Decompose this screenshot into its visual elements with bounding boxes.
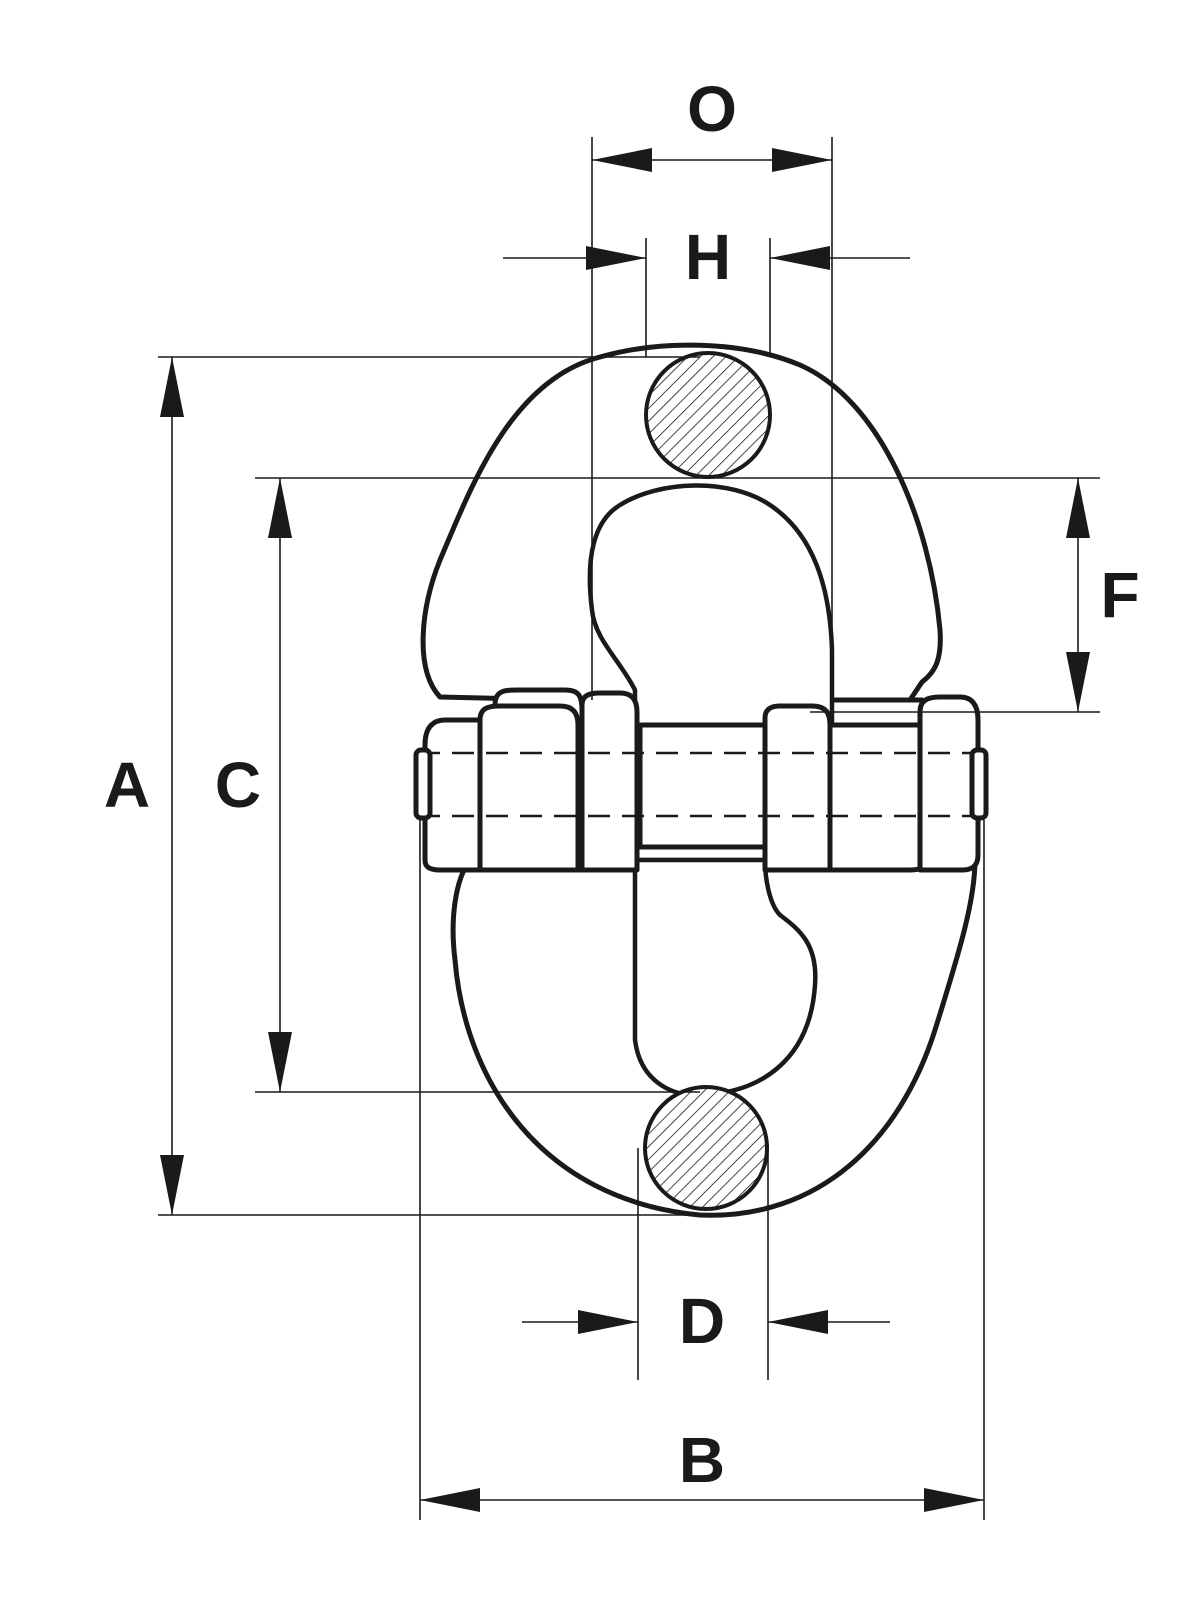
arrow-h-right: [770, 246, 830, 270]
dimension-c: C: [215, 477, 1100, 1093]
label-c: C: [215, 749, 261, 821]
label-d: D: [679, 1285, 725, 1357]
label-f: F: [1100, 559, 1139, 631]
left-lug-slot: [477, 703, 581, 873]
label-b: B: [679, 1424, 725, 1496]
arrow-o-left: [592, 148, 652, 172]
arrow-f-bottom: [1066, 652, 1090, 712]
arrow-c-bottom: [268, 1032, 292, 1092]
arrow-d-right: [768, 1310, 828, 1334]
dimension-o: O: [591, 73, 833, 700]
arrow-a-bottom: [160, 1155, 184, 1215]
pin-end-right: [969, 747, 989, 821]
right-inner-lug: [762, 703, 833, 873]
pin-end-left: [413, 747, 433, 821]
link-outline: [413, 342, 989, 1218]
dimension-a: A: [104, 356, 700, 1216]
center-pin: [637, 722, 768, 850]
right-lug-slot: [827, 722, 935, 873]
top-cross-section: [644, 351, 772, 479]
arrow-b-left: [420, 1488, 480, 1512]
arrow-b-right: [924, 1488, 984, 1512]
arrow-h-left: [586, 246, 646, 270]
lower-inner-slot: [632, 857, 818, 1098]
label-a: A: [104, 749, 150, 821]
pin-collar-left: [579, 690, 640, 873]
left-outer-lug: [422, 717, 483, 873]
label-h: H: [685, 221, 731, 293]
dimension-d: D: [522, 1148, 890, 1380]
arrow-f-top: [1066, 478, 1090, 538]
arrow-c-top: [268, 478, 292, 538]
arrow-a-top: [160, 357, 184, 417]
dimension-f: F: [810, 478, 1140, 713]
right-outer-lug: [917, 694, 981, 873]
dimension-b: B: [419, 820, 985, 1520]
dimension-h: H: [503, 221, 910, 357]
bottom-cross-section: [643, 1085, 769, 1211]
arrow-o-right: [772, 148, 832, 172]
arrow-d-left: [578, 1310, 638, 1334]
label-o: O: [687, 73, 737, 145]
